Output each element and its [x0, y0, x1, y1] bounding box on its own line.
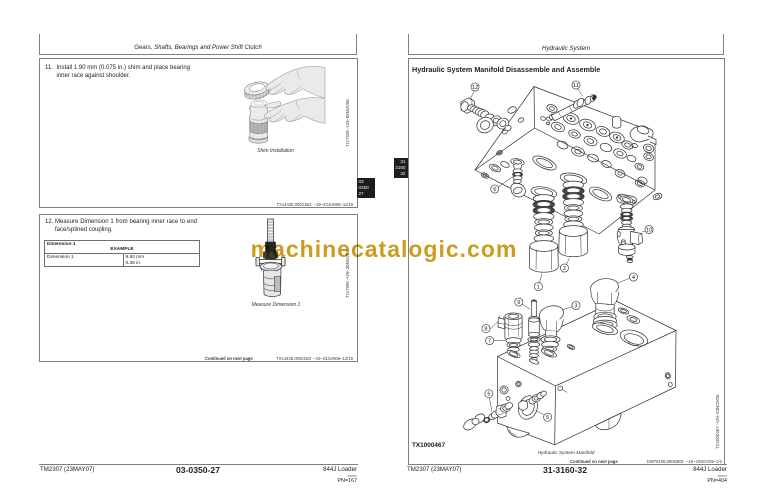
- svg-text:2: 2: [563, 266, 566, 272]
- svg-text:5: 5: [546, 415, 549, 421]
- svg-text:7: 7: [488, 339, 491, 345]
- svg-text:6: 6: [487, 392, 490, 398]
- svg-text:6: 6: [493, 187, 496, 193]
- svg-text:10: 10: [646, 228, 652, 234]
- svg-text:1: 1: [537, 285, 540, 291]
- svg-text:4: 4: [632, 275, 635, 281]
- svg-text:3: 3: [574, 304, 577, 310]
- svg-text:9: 9: [517, 300, 520, 306]
- svg-text:11: 11: [573, 83, 579, 89]
- svg-text:12: 12: [472, 85, 478, 91]
- svg-text:8: 8: [484, 327, 487, 333]
